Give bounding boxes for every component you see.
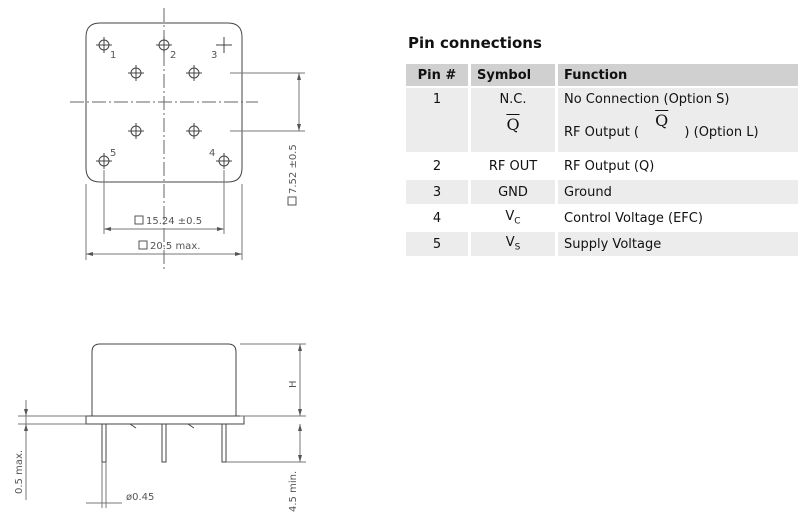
table-header-row: Pin # Symbol Function — [406, 64, 798, 86]
symbol-q-bar: Q — [506, 115, 520, 134]
cell-symbol: RF OUT — [488, 158, 538, 174]
cell-function: RF Output (Q) — [564, 158, 655, 174]
package-side-outline — [91, 343, 237, 416]
cell-symbol: VS — [471, 232, 555, 256]
lead-right — [221, 423, 227, 463]
header-symbol: Symbol — [471, 64, 555, 86]
pin-label-2: 2 — [170, 50, 176, 61]
table-row: 2 RF OUT RF Output (Q) — [406, 154, 798, 178]
function-rf-inverted: RF Output ( Q ) (Option L) — [564, 111, 759, 140]
pin-table: Pin # Symbol Function 1 N.C. Q No Connec… — [403, 62, 801, 258]
cell-pin: 5 — [406, 232, 468, 256]
table-row: 3 GND Ground — [406, 180, 798, 204]
dim-height-label: H — [288, 380, 299, 388]
pin-label-4: 4 — [209, 148, 215, 159]
pin-label-5: 5 — [110, 148, 116, 159]
dim-pin-span-label: 15.24 ±0.5 — [146, 216, 202, 227]
cell-function: Control Voltage (EFC) — [564, 210, 703, 226]
table-row: 4 VC Control Voltage (EFC) — [406, 206, 798, 230]
cell-function: Ground — [558, 180, 798, 204]
header-pin: Pin # — [406, 64, 468, 86]
pin-connections-title: Pin connections — [408, 34, 542, 52]
cell-symbol: GND — [471, 180, 555, 204]
table-row: 1 N.C. Q No Connection (Option S) RF Out… — [406, 88, 798, 152]
symbol-nc: N.C. — [499, 92, 527, 107]
pin-circles — [96, 37, 232, 169]
function-q-bar: Q — [655, 111, 669, 130]
dim-body-label: 20.5 max. — [150, 241, 200, 252]
dim-side-label: 7.52 ±0.5 — [288, 144, 299, 194]
dim-standoff-label: 0.5 max. — [14, 450, 25, 494]
lead-center — [161, 423, 167, 463]
cell-function: No Connection (Option S) RF Output ( Q )… — [558, 88, 798, 152]
cell-pin: 3 — [406, 180, 468, 204]
lead-left — [101, 423, 107, 463]
cell-pin: 2 — [432, 158, 442, 174]
cell-pin: 1 — [406, 88, 468, 152]
cell-function: Supply Voltage — [558, 232, 798, 256]
pin-label-3: 3 — [211, 50, 217, 61]
function-nc: No Connection (Option S) — [564, 92, 730, 107]
dim-lead-length-label: 4.5 min. — [288, 471, 299, 512]
mechanical-drawing: 1 2 3 4 5 7.52 ±0.5 15.24 ±0.5 20.5 max.… — [14, 8, 306, 512]
cell-symbol: N.C. Q — [471, 88, 555, 152]
table-row: 5 VS Supply Voltage — [406, 232, 798, 256]
header-function: Function — [558, 64, 798, 86]
dim-pin-diameter-label: ø0.45 — [126, 492, 154, 503]
pin-connections-section: Pin connections Pin # Symbol Function 1 … — [406, 34, 804, 258]
cell-symbol: VC — [505, 209, 521, 227]
pin-label-1: 1 — [110, 50, 116, 61]
cell-pin: 4 — [432, 210, 442, 226]
package-top-outline — [85, 22, 243, 183]
